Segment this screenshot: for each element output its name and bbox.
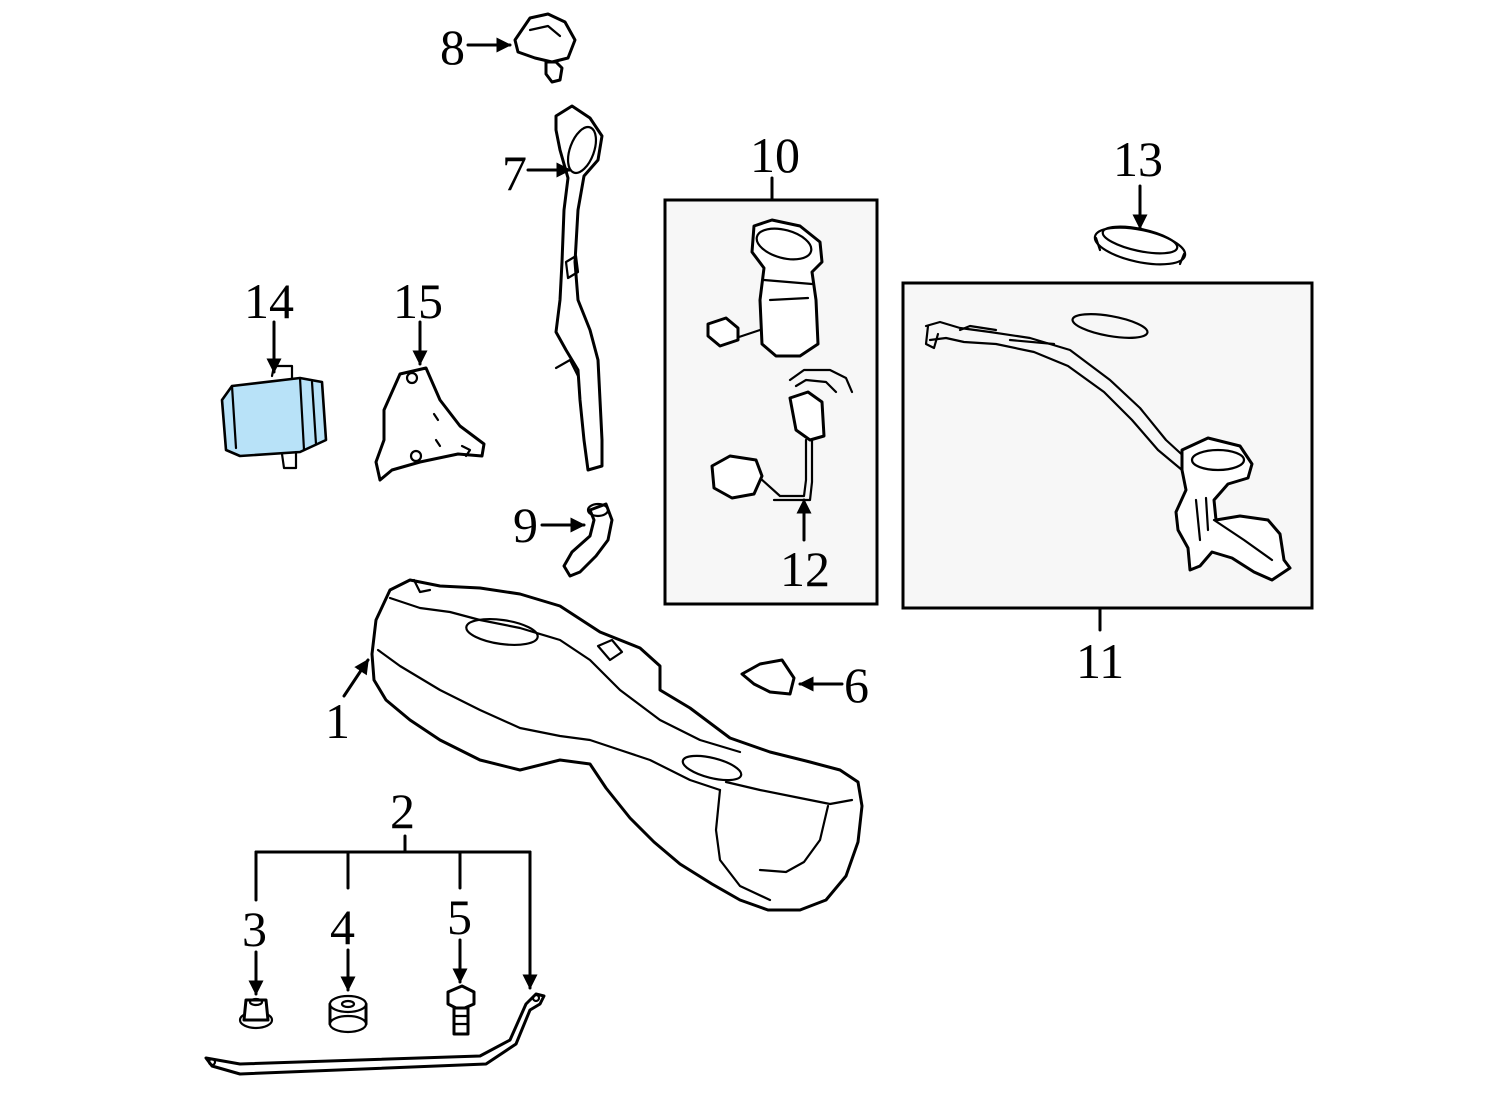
part-15-bracket[interactable] [374,366,486,482]
callout-1: 1 [325,693,350,749]
callout-6: 6 [844,657,869,713]
part-10-fuel-pump[interactable] [706,218,824,358]
part-6-heat-shield[interactable] [740,658,796,696]
part-10-box[interactable]: 10 12 [663,127,879,606]
part-11-box[interactable]: 11 [901,281,1314,689]
callout-12: 12 [780,541,830,597]
callout-11: 11 [1076,633,1124,689]
part-1-fuel-tank[interactable] [370,578,864,912]
callout-8: 8 [440,19,465,75]
part-5-bolt[interactable] [446,984,476,1036]
part-12-sending-unit[interactable] [710,368,854,502]
callout-2: 2 [390,783,415,839]
part-7-filler-neck[interactable] [554,104,604,472]
callout-10: 10 [750,127,800,183]
part-13-seal-ring[interactable] [1092,221,1189,271]
highlight-fill [220,376,328,458]
callout-15: 15 [393,273,443,329]
callout-13: 13 [1113,131,1163,187]
part-11-o-ring [1071,313,1149,339]
part-14-control-module[interactable] [220,364,328,470]
callout-3: 3 [242,901,267,957]
callout-9: 9 [513,497,538,553]
part-9-hose[interactable] [562,502,614,578]
part-2-strap[interactable] [204,992,546,1076]
callout-4: 4 [330,899,355,955]
part-11-suction-unit[interactable] [924,320,1292,582]
part-4-bushing[interactable] [328,994,368,1034]
callout-5: 5 [447,889,472,945]
part-8-filler-cap[interactable] [513,12,577,84]
callout-14: 14 [244,273,294,329]
callout-7: 7 [502,145,527,201]
part-3-grommet[interactable] [238,997,274,1030]
part-2-group: 2 [254,783,538,990]
